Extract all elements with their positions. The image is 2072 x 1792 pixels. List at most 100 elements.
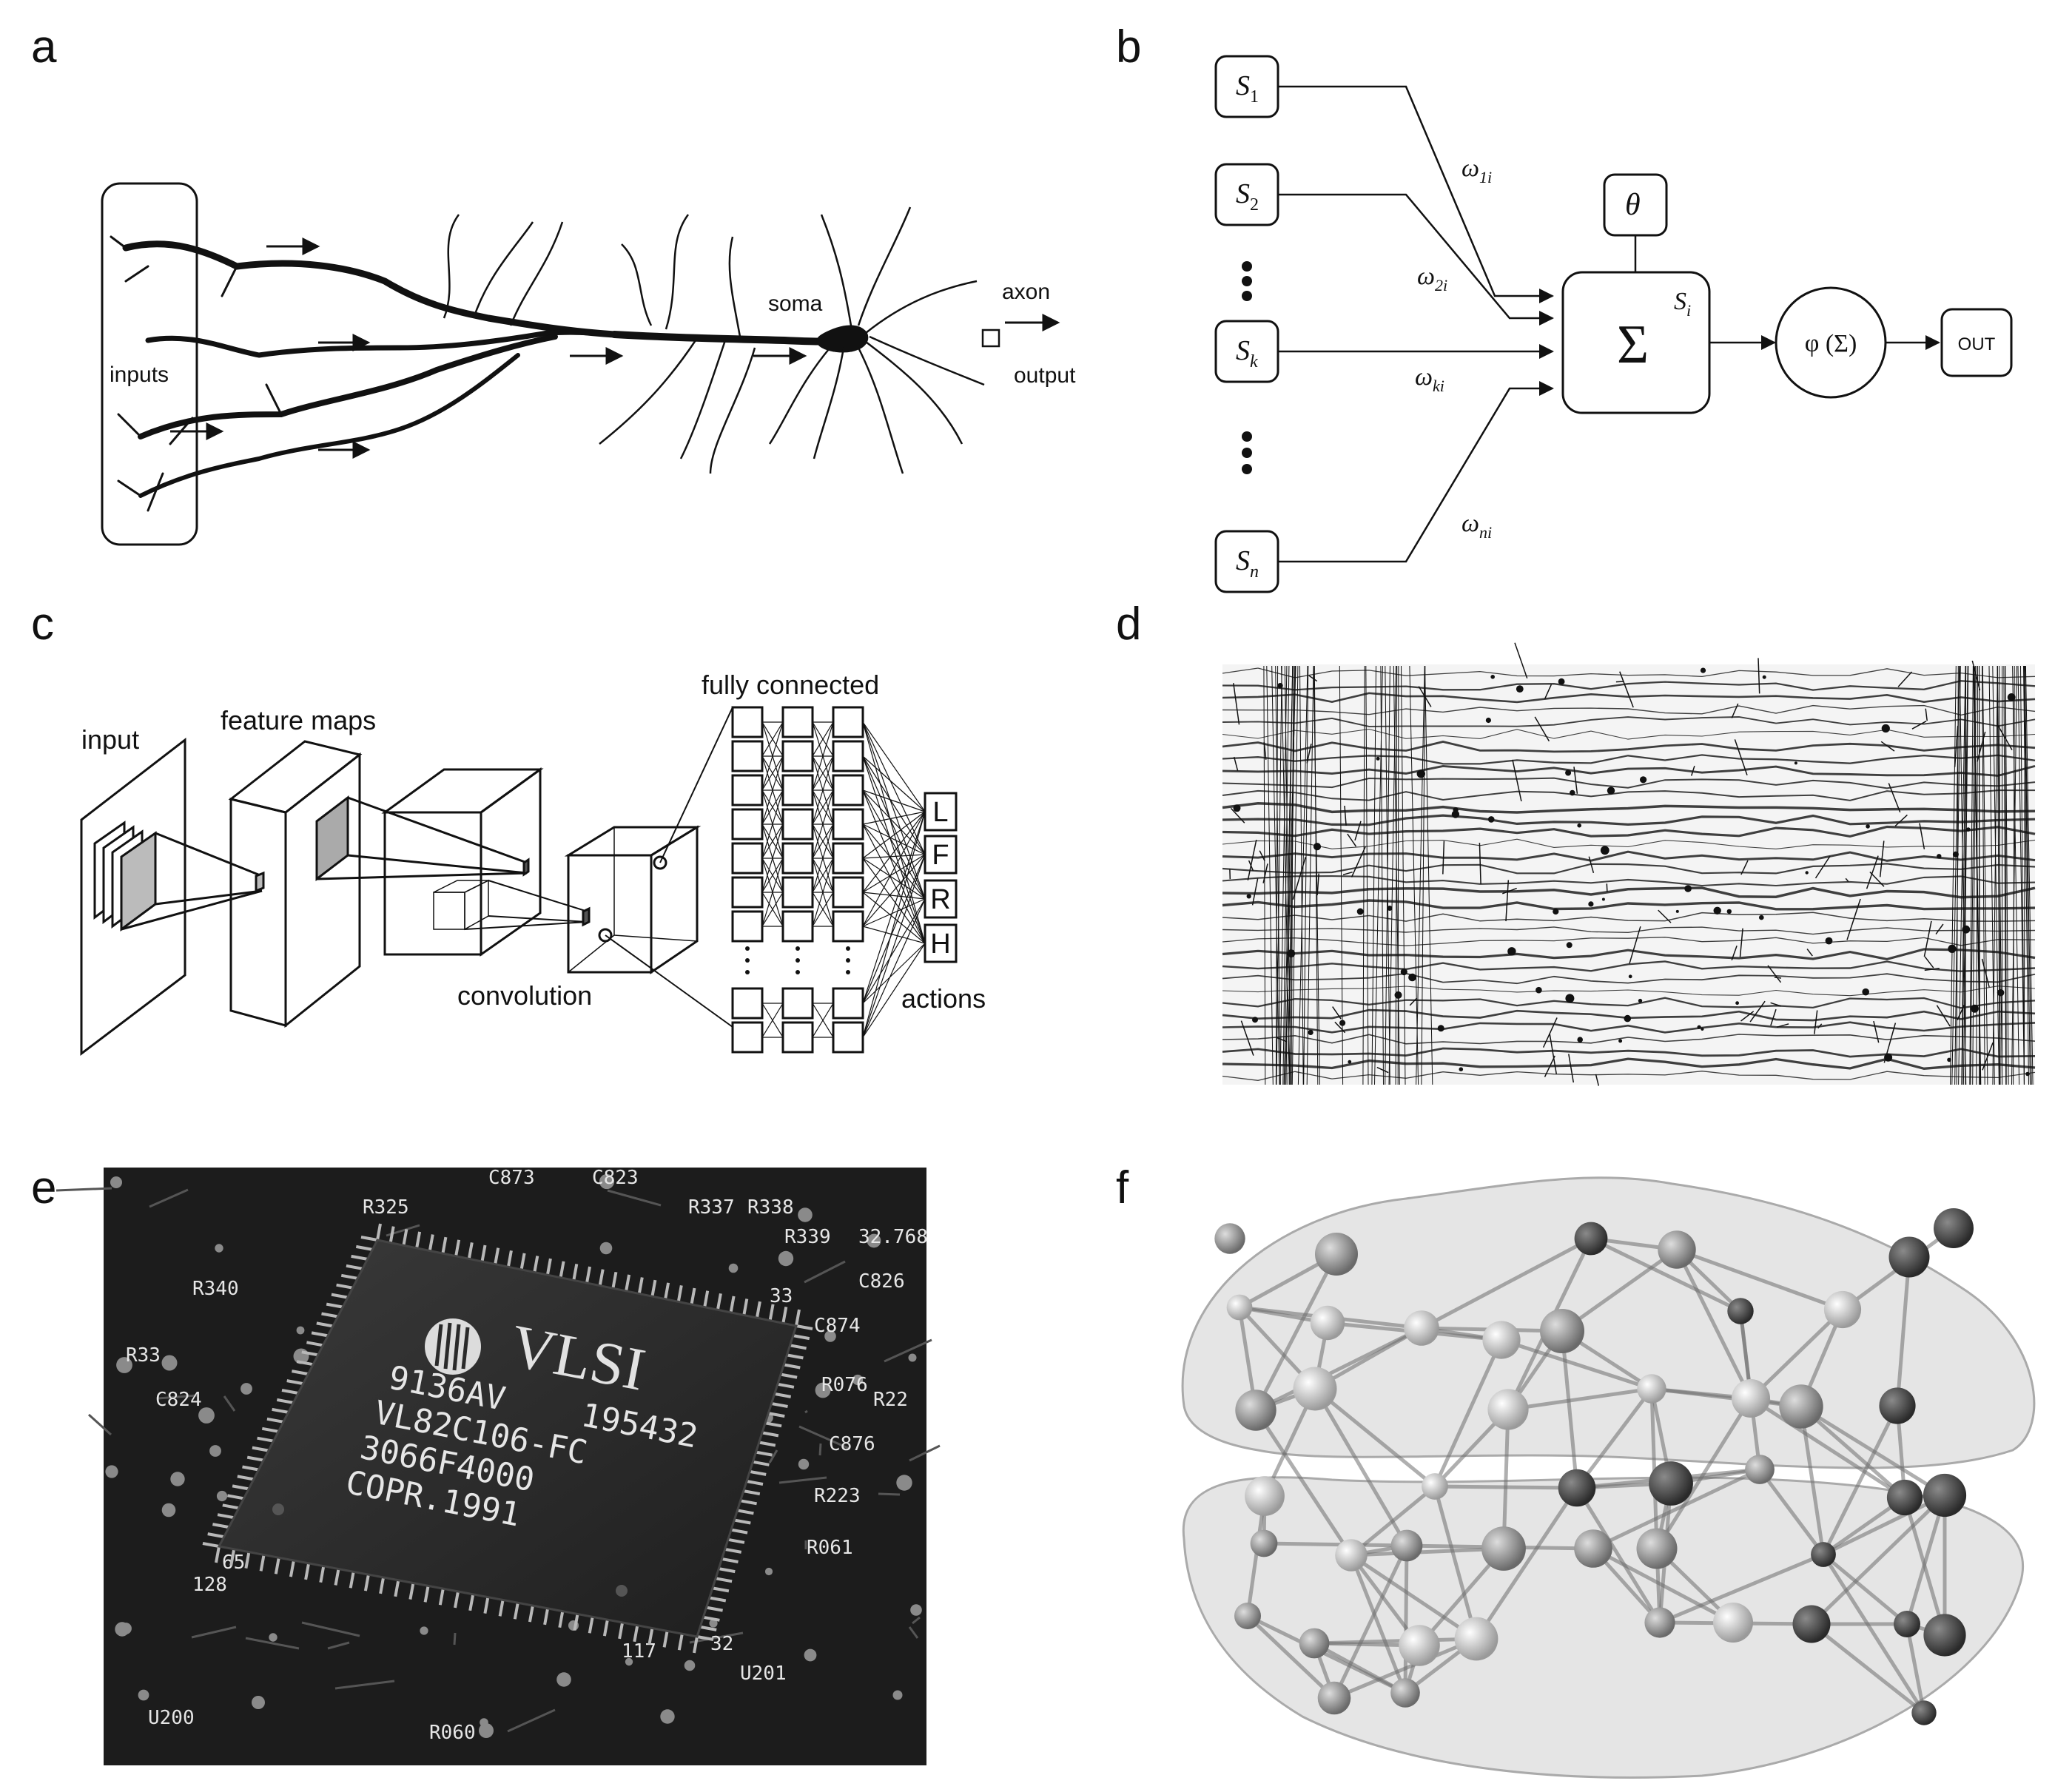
- fine-branches: [443, 206, 985, 474]
- brain-node: [1923, 1473, 1967, 1518]
- soma-shape: [816, 325, 869, 353]
- board-label: C823: [592, 1167, 639, 1189]
- weight-wni: ωni: [1462, 510, 1492, 542]
- feature-maps-label: feature maps: [221, 705, 376, 735]
- action-r: R: [930, 884, 950, 915]
- brain-node: [1792, 1605, 1831, 1643]
- brain-node: [1574, 1222, 1608, 1256]
- svg-text:S1: S1: [1236, 70, 1259, 107]
- board-label: C824: [155, 1389, 202, 1411]
- input-node-sk: Sk: [1214, 320, 1279, 383]
- sn-sub: n: [1250, 562, 1259, 582]
- board-label: R22: [873, 1389, 908, 1411]
- board-label: R33: [126, 1344, 161, 1367]
- board-label: U201: [740, 1663, 787, 1685]
- brain-node: [1540, 1309, 1584, 1353]
- board-label: R338: [747, 1196, 794, 1219]
- brain-node: [1245, 1476, 1285, 1516]
- weight-connections: [1278, 85, 1554, 563]
- action-f: F: [932, 840, 949, 871]
- brain-node: [1250, 1529, 1278, 1557]
- brain-node: [1823, 1290, 1862, 1329]
- brain-node: [1745, 1455, 1775, 1484]
- input-node-sn: Sn: [1214, 530, 1279, 593]
- action-l: L: [932, 797, 948, 828]
- board-label: R076: [821, 1374, 868, 1396]
- brain-node: [1879, 1387, 1916, 1424]
- brain-node: [1911, 1700, 1937, 1725]
- fully-connected-label: fully connected: [702, 670, 879, 700]
- c-input-label: input: [81, 724, 139, 755]
- panel-label-e: e: [31, 1162, 57, 1213]
- brain-node: [1390, 1529, 1423, 1562]
- input-plane: [80, 737, 186, 1057]
- board-label: 32.768: [858, 1226, 928, 1248]
- weight-w2i: ω2i: [1417, 263, 1447, 294]
- input-node-s1: S1: [1214, 55, 1279, 118]
- brain-node: [1487, 1389, 1529, 1430]
- brain-node: [1574, 1529, 1612, 1568]
- board-label: 128: [192, 1574, 227, 1596]
- feature-map-2: [381, 768, 544, 814]
- board-label: U200: [148, 1707, 195, 1729]
- brain-node: [1558, 1469, 1596, 1507]
- ellipsis-dots: [1242, 261, 1252, 474]
- svg-text:Sn: Sn: [1236, 545, 1259, 582]
- panel-d-neural-tissue: [1222, 642, 2036, 1086]
- brain-node: [1317, 1681, 1351, 1715]
- brain-node: [1713, 1603, 1753, 1643]
- s2-sub: 2: [1250, 195, 1259, 215]
- s2-base: S: [1236, 178, 1250, 209]
- brain-node: [1235, 1390, 1276, 1431]
- inputs-label: inputs: [110, 363, 169, 387]
- brain-node: [1315, 1233, 1358, 1276]
- board-label: C874: [814, 1315, 861, 1337]
- input-node-s2: S2: [1214, 163, 1279, 226]
- board-label: R223: [814, 1485, 861, 1507]
- sk-base: S: [1236, 335, 1250, 366]
- sum-symbol: Σ: [1617, 314, 1649, 375]
- panel-b-perceptron: S1 S2 Sk Sn ω1i ω2i ωki ωni: [1214, 55, 2013, 593]
- brain-node: [1481, 1526, 1526, 1571]
- brain-node: [1310, 1305, 1345, 1341]
- axon-label: axon: [1002, 280, 1050, 304]
- brain-node: [1894, 1611, 1920, 1637]
- panel-label-f: f: [1116, 1162, 1129, 1213]
- fully-connected-layers: [731, 706, 926, 1054]
- sk-sub: k: [1250, 352, 1258, 371]
- brain-node: [1811, 1542, 1836, 1567]
- feature-map-1: [228, 740, 363, 814]
- svg-text:Sk: Sk: [1236, 335, 1258, 371]
- board-label: 33: [770, 1285, 793, 1307]
- soma-label: soma: [768, 292, 823, 316]
- brain-node: [1658, 1230, 1696, 1269]
- brain-node: [1779, 1384, 1823, 1429]
- board-label: R061: [807, 1537, 853, 1559]
- sum-label: Si: [1674, 288, 1691, 320]
- dendrite-tree: [110, 235, 847, 512]
- weight-wki: ωki: [1415, 363, 1444, 395]
- chip-body: [217, 1239, 798, 1638]
- svg-text:S2: S2: [1236, 178, 1259, 215]
- brain-node: [1644, 1607, 1675, 1638]
- brain-shell-upper: [1181, 1176, 2036, 1469]
- brain-node: [1888, 1236, 1930, 1278]
- board-label: R339: [784, 1226, 831, 1248]
- panel-label-a: a: [31, 21, 57, 73]
- panel-f-brain-network: [1181, 1176, 2036, 1779]
- brain-node: [1293, 1367, 1337, 1411]
- brain-node: [1727, 1298, 1754, 1324]
- brain-node: [1226, 1294, 1253, 1321]
- panel-label-d: d: [1116, 599, 1142, 650]
- brain-node: [1214, 1223, 1245, 1254]
- panel-label-c: c: [31, 599, 54, 650]
- brain-node: [1454, 1617, 1498, 1661]
- board-label: R060: [429, 1722, 476, 1744]
- inputs-box: [101, 182, 198, 546]
- brain-node: [1649, 1461, 1693, 1506]
- board-label: 117: [622, 1640, 656, 1663]
- brain-node: [1399, 1625, 1440, 1666]
- actions-label: actions: [901, 983, 986, 1014]
